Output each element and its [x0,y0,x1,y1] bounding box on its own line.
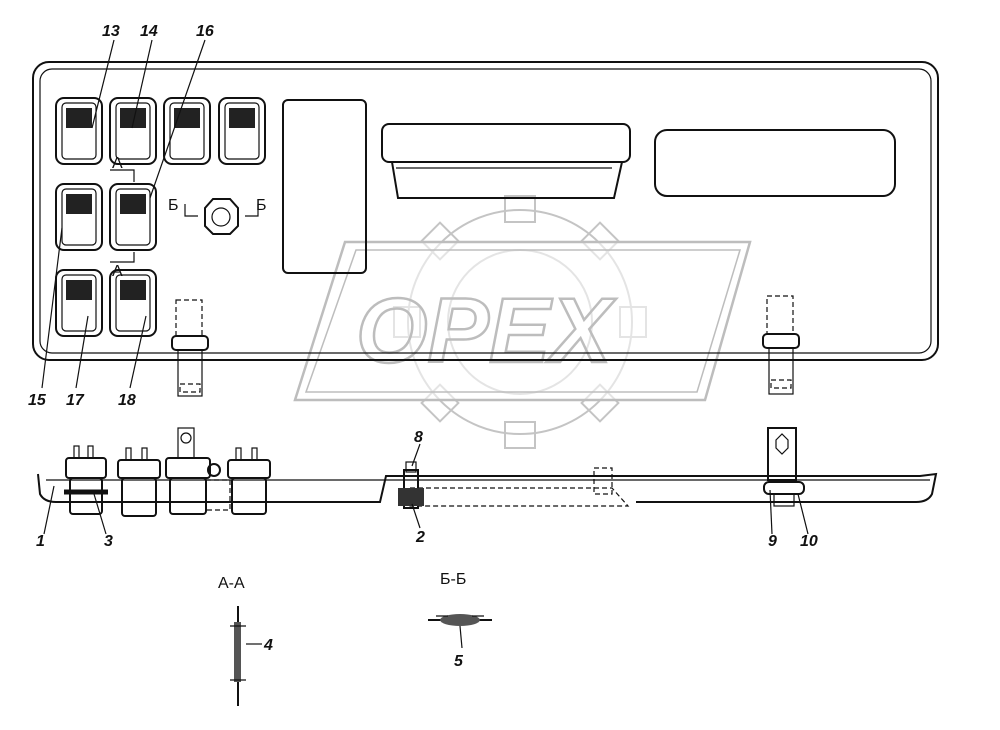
callout-15: 15 [28,392,47,409]
center-nut [204,198,239,235]
socket-5 [227,447,271,515]
cut-mark-a-bottom: А [112,263,123,280]
callout-labels: 13 14 16 15 17 18 8 1 3 2 9 10 4 5 [28,23,818,670]
panel-inner-outline [39,68,932,354]
gauge-opening [282,99,367,274]
bracket-right [762,295,800,395]
switch-13 [55,97,103,165]
callout-8: 8 [414,429,423,446]
callout-10: 10 [800,533,818,550]
section-aa-view [230,606,262,706]
cut-mark-b-left: Б [168,197,179,214]
cut-line-a [110,169,135,263]
bracket-item-9 [763,427,805,507]
cut-line-b [184,204,259,217]
callout-5: 5 [454,653,464,670]
cut-mark-a-top: А [112,155,123,172]
callout-13: 13 [102,23,120,40]
panel-front-view [32,39,939,397]
watermark: OPEX [293,195,752,449]
section-title-bb: Б-Б [440,571,466,588]
callout-3: 3 [104,533,113,550]
label-window [654,129,896,197]
callout-1: 1 [36,533,45,550]
switch-row-bottom [55,269,157,337]
switch-15 [55,183,103,251]
switch-row-middle [55,183,157,251]
callout-2: 2 [415,529,425,546]
callout-18: 18 [118,392,136,409]
clip-item-2 [398,461,424,509]
cut-mark-labels: А А Б Б [112,155,267,280]
switch-row-top [55,97,266,165]
callout-9: 9 [768,533,777,550]
cut-mark-b-right: Б [256,197,267,214]
section-titles: А-А Б-Б [218,571,466,592]
bracket-left [171,299,209,397]
switch-14 [109,97,157,165]
callout-16: 16 [196,23,214,40]
socket-2 [117,447,161,517]
switch-18 [109,269,157,337]
callout-17: 17 [66,392,85,409]
switch-17 [55,269,103,337]
switch-aa [109,183,157,251]
leaders-front [41,39,206,389]
watermark-frame-inner [304,249,742,393]
watermark-text: OPEX [356,280,616,382]
display-window [381,123,631,199]
callout-14: 14 [140,23,158,40]
switch-spare [218,97,266,165]
panel-outer-outline [32,61,939,361]
section-bb-view [428,614,492,649]
socket-4 [205,463,231,511]
section-title-aa: А-А [218,575,245,592]
switch-16 [163,97,211,165]
panel-top-view [37,427,938,535]
callout-4: 4 [263,637,273,654]
leaders-top [43,443,809,535]
socket-1 [64,445,108,515]
